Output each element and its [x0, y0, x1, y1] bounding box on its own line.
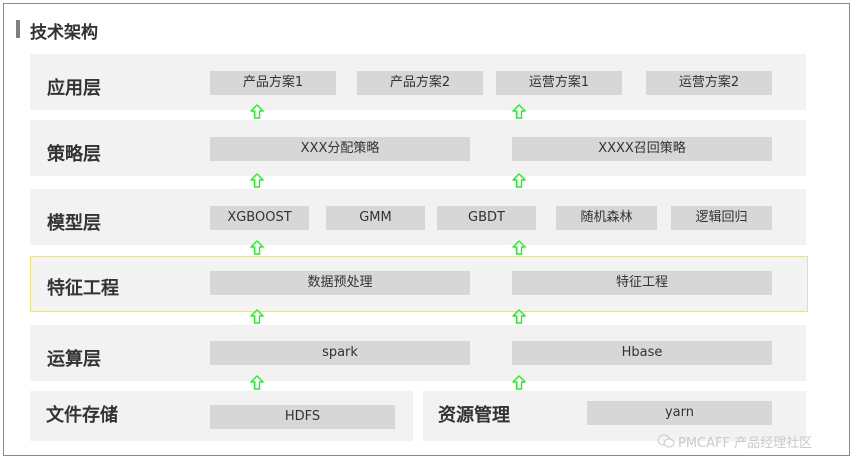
layer-storage-label: 文件存储	[46, 405, 118, 426]
hollow-up-arrow-icon	[512, 104, 526, 119]
strategy-item-recall: XXXX召回策略	[512, 137, 772, 161]
layer-feature-label: 特征工程	[47, 278, 119, 299]
hollow-up-arrow-icon	[512, 173, 526, 188]
diagram-frame	[3, 3, 850, 456]
app-item-ops-plan-1: 运营方案1	[496, 71, 622, 95]
layer-strategy: 策略层 XXX分配策略 XXXX召回策略	[30, 120, 806, 176]
storage-item-hdfs: HDFS	[210, 405, 395, 429]
hollow-up-arrow-icon	[512, 240, 526, 255]
hollow-up-arrow-icon	[250, 104, 264, 119]
hollow-up-arrow-icon	[512, 375, 526, 390]
layer-compute-label: 运算层	[47, 349, 101, 370]
layer-app-label: 应用层	[47, 78, 101, 99]
model-item-xgboost: XGBOOST	[210, 206, 309, 230]
app-item-product-plan-2: 产品方案2	[357, 71, 483, 95]
layer-storage: 文件存储 HDFS	[30, 391, 413, 441]
model-item-random-forest: 随机森林	[556, 206, 657, 230]
wechat-icon	[657, 434, 675, 448]
layer-app: 应用层 产品方案1 产品方案2 运营方案1 运营方案2	[30, 54, 806, 110]
strategy-item-allocation: XXX分配策略	[210, 137, 470, 161]
title-accent-bar	[16, 20, 20, 38]
hollow-up-arrow-icon	[250, 173, 264, 188]
app-item-product-plan-1: 产品方案1	[210, 71, 336, 95]
layer-compute: 运算层 spark Hbase	[30, 325, 806, 381]
model-item-gmm: GMM	[326, 206, 425, 230]
hollow-up-arrow-icon	[250, 240, 264, 255]
model-item-logistic-regression: 逻辑回归	[671, 206, 772, 230]
compute-item-hbase: Hbase	[512, 341, 772, 365]
layer-model-label: 模型层	[47, 213, 101, 234]
layer-resource-label: 资源管理	[438, 405, 510, 426]
layer-feature: 特征工程 数据预处理 特征工程	[30, 256, 808, 312]
layer-strategy-label: 策略层	[47, 144, 101, 165]
model-item-gbdt: GBDT	[437, 206, 536, 230]
feature-item-preprocessing: 数据预处理	[210, 271, 470, 295]
layer-resource: 资源管理 yarn	[423, 391, 806, 441]
hollow-up-arrow-icon	[512, 309, 526, 324]
watermark-text: PMCAFF 产品经理社区	[678, 436, 813, 451]
compute-item-spark: spark	[210, 341, 470, 365]
hollow-up-arrow-icon	[250, 375, 264, 390]
app-item-ops-plan-2: 运营方案2	[646, 71, 772, 95]
hollow-up-arrow-icon	[250, 309, 264, 324]
layer-model: 模型层 XGBOOST GMM GBDT 随机森林 逻辑回归	[30, 189, 806, 245]
feature-item-engineering: 特征工程	[512, 271, 772, 295]
resource-item-yarn: yarn	[587, 401, 772, 425]
page-title: 技术架构	[30, 23, 98, 43]
